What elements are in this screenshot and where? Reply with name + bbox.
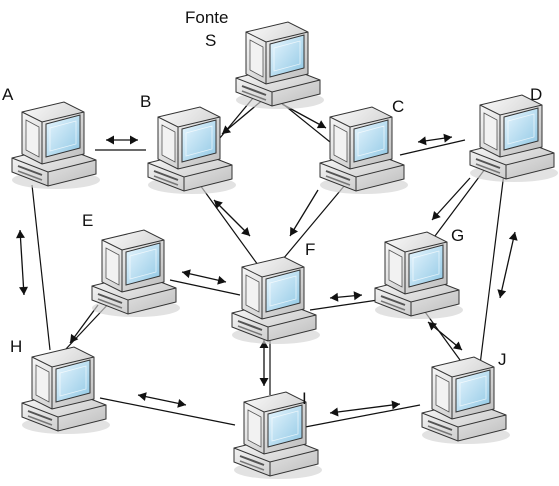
- node-f: [231, 256, 321, 345]
- node-i: [233, 391, 323, 480]
- node-label-d: D: [530, 85, 542, 104]
- arrow-e-h: [69, 304, 99, 344]
- desktop-computer-icon: [147, 106, 237, 195]
- desktop-computer-icon: [421, 356, 511, 445]
- arrow-f-i: [259, 340, 269, 386]
- link-e-f: [169, 279, 241, 296]
- node-h: [21, 346, 111, 435]
- node-label-a: A: [2, 85, 14, 104]
- desktop-computer-icon: [91, 229, 181, 318]
- desktop-computer-icon: [11, 101, 101, 190]
- desktop-computer-icon: [319, 106, 409, 195]
- arrow-f-g: [329, 291, 363, 302]
- node-label-f: F: [305, 240, 315, 259]
- link-a-h: [31, 184, 51, 351]
- arrow-a-b: [106, 135, 138, 145]
- node-d: [469, 94, 559, 183]
- source-label-line1: Fonte: [185, 8, 228, 27]
- link-i-j: [299, 404, 421, 429]
- node-label-e: E: [82, 211, 93, 230]
- link-b-f: [199, 184, 259, 266]
- node-label-j: J: [498, 350, 507, 369]
- node-e: [91, 229, 181, 318]
- desktop-computer-icon: [374, 231, 464, 320]
- node-j: [421, 356, 511, 445]
- arrow-g-j: [427, 321, 463, 351]
- link-c-d: [399, 139, 466, 156]
- link-f-g: [309, 299, 379, 311]
- link-h-i: [99, 397, 236, 426]
- arrow-d-j: [497, 231, 518, 299]
- desktop-computer-icon: [233, 391, 323, 480]
- node-label-b: B: [140, 92, 151, 111]
- desktop-computer-icon: [235, 21, 325, 110]
- node-label-h: H: [10, 337, 22, 356]
- arrow-d-g: [431, 177, 471, 221]
- arrow-b-f: [213, 199, 251, 237]
- node-label-i: I: [302, 389, 307, 408]
- desktop-computer-icon: [231, 256, 321, 345]
- arrow-i-j: [329, 400, 401, 417]
- arrow-c-d: [417, 133, 453, 146]
- link-c-f: [277, 184, 346, 266]
- link-d-j: [479, 164, 506, 366]
- node-g: [374, 231, 464, 320]
- desktop-computer-icon: [469, 94, 559, 183]
- node-b: [147, 106, 237, 195]
- arrow-a-h: [15, 229, 29, 296]
- arrow-h-i: [137, 392, 187, 408]
- arrow-e-f: [181, 269, 227, 285]
- source-label-line2: S: [205, 31, 216, 50]
- node-s: [235, 21, 325, 110]
- flow-arrows: [15, 97, 518, 417]
- node-c: [319, 106, 409, 195]
- node-label-g: G: [451, 226, 464, 245]
- node-label-c: C: [392, 97, 404, 116]
- arrow-c-f: [289, 189, 319, 237]
- node-a: [11, 101, 101, 190]
- desktop-computer-icon: [21, 346, 111, 435]
